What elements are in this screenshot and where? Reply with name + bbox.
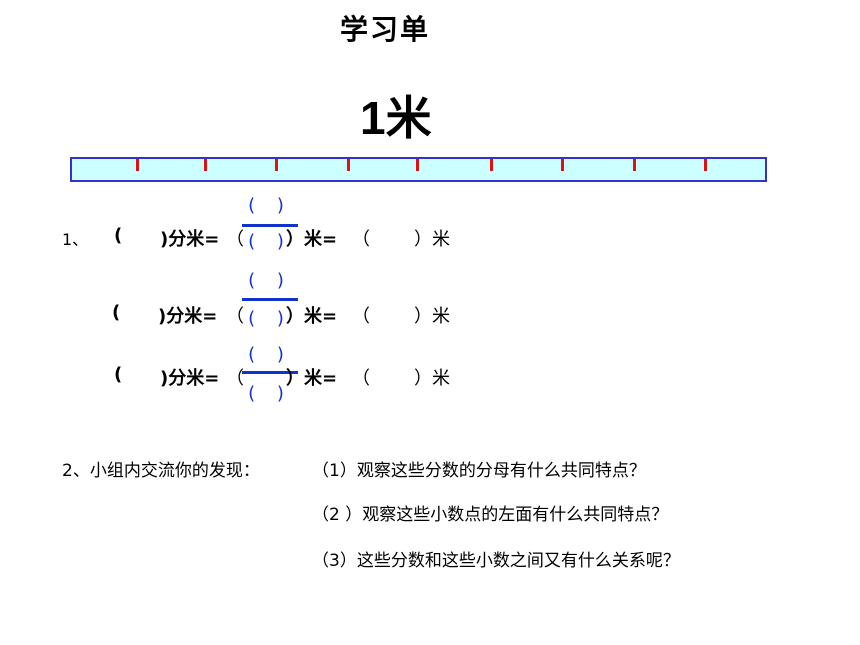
decimeter-label: )分米= [158,306,218,327]
ruler-tick [633,159,636,171]
meter-label: ）米= [286,368,338,389]
denominator-blank: ( ) [248,308,292,329]
meter-label: ）米= [286,306,338,327]
decimal-meter-label: ）米 [414,229,450,250]
numerator-blank: ( ) [248,195,292,216]
fraction-bar [242,298,298,301]
discussion-question-2: （2 ）观察这些小数点的左面有什么共同特点？ [312,505,669,525]
fraction-blank: ( ) ( ) [240,195,300,265]
ruler-tick [204,159,207,171]
numerator-blank: ( ) [248,344,292,365]
ruler-tick [561,159,564,171]
decimal-open: （ [352,306,370,327]
page-title: 学习单 [340,13,431,46]
frac-open: （ [226,368,244,389]
fraction-bar [242,371,298,374]
fraction-blank: ( ) ( ) [240,270,300,340]
ruler-tick [136,159,139,171]
blank-open: ( [114,225,123,246]
ruler-tick [416,159,419,171]
unit-heading: 1米 [360,92,432,144]
question-2-label: 2、小组内交流你的发现： [62,461,260,481]
decimeter-label: )分米= [160,368,220,389]
meter-label: ）米= [286,229,338,250]
denominator-blank: ( ) [248,383,292,404]
ruler-tick [490,159,493,171]
decimal-open: （ [352,229,370,250]
question-number-1: 1、 [62,230,89,249]
meter-ruler [70,157,767,182]
decimal-meter-label: ）米 [414,306,450,327]
fraction-blank: ( ) ( ) [240,344,300,414]
frac-open: （ [226,229,244,250]
decimal-meter-label: ）米 [414,368,450,389]
blank-open: ( [114,364,123,385]
denominator-blank: ( ) [248,231,292,252]
numerator-blank: ( ) [248,270,292,291]
discussion-question-3: （3）这些分数和这些小数之间又有什么关系呢？ [312,551,680,571]
frac-open: （ [226,306,244,327]
decimeter-label: )分米= [160,229,220,250]
ruler-tick [347,159,350,171]
discussion-question-1: （1）观察这些分数的分母有什么共同特点？ [312,461,646,481]
ruler-tick [275,159,278,171]
fraction-bar [242,224,298,227]
blank-open: ( [112,302,121,323]
decimal-open: （ [352,368,370,389]
ruler-tick [704,159,707,171]
